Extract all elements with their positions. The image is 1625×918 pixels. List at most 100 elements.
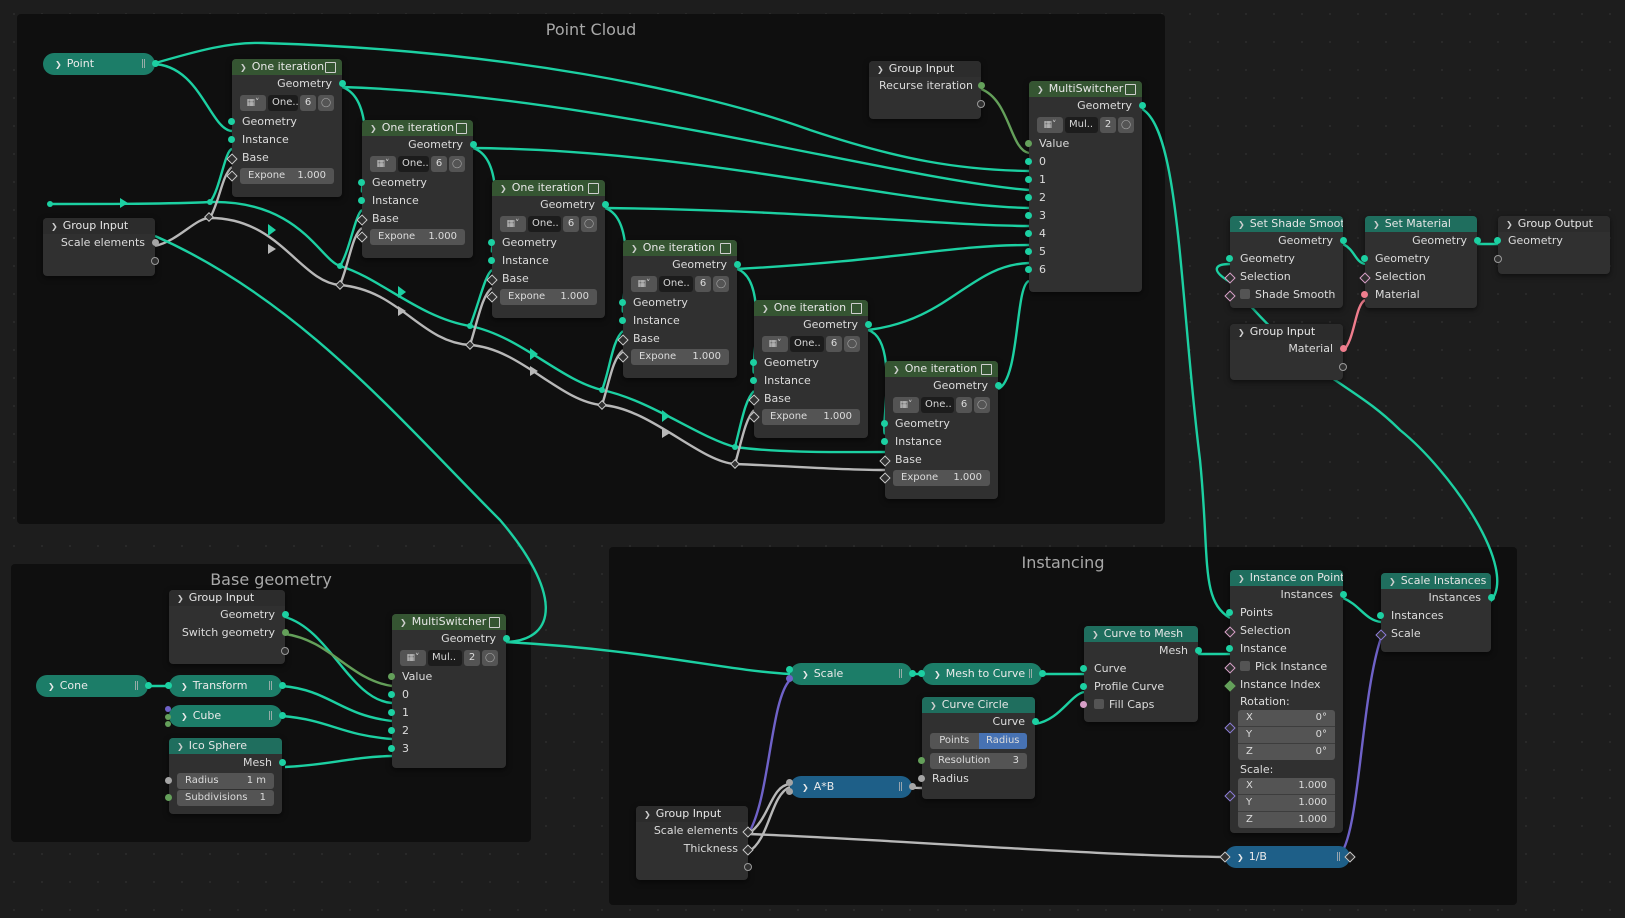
node-group-selector[interactable]: ▦˅One..6◯ <box>240 95 334 111</box>
one-iteration-node-3[interactable]: ❯One iteration Geometry ▦˅One..6◯ Geomet… <box>486 180 609 318</box>
geometry-socket[interactable] <box>1025 266 1032 273</box>
float-socket[interactable] <box>152 239 159 246</box>
integer-socket[interactable] <box>918 757 925 764</box>
group-input-instancing-node[interactable]: ❯Group Input Scale elements Thickness <box>636 806 754 880</box>
geometry-socket[interactable] <box>1025 176 1032 183</box>
geometry-socket[interactable] <box>358 197 365 204</box>
geometry-socket[interactable] <box>1226 609 1233 616</box>
transform-node[interactable]: ❯Transform || <box>165 675 286 697</box>
shade-smooth-checkbox[interactable] <box>1240 289 1250 299</box>
integer-socket[interactable] <box>1025 140 1032 147</box>
geometry-socket[interactable] <box>388 745 395 752</box>
node-tree-name[interactable]: One.. <box>528 216 561 232</box>
set-material-node[interactable]: ❯Set Material Geometry Geometry Selectio… <box>1359 216 1481 308</box>
tab-points[interactable]: Points <box>930 733 979 749</box>
one-iteration-node-5[interactable]: ❯One iteration Geometry ▦˅One..6◯ Geomet… <box>748 300 872 438</box>
node-header[interactable]: ❯Instance on Points <box>1230 570 1343 586</box>
node-header[interactable]: ❯One iteration <box>362 120 473 136</box>
geometry-socket[interactable] <box>1474 237 1481 244</box>
node-group-selector[interactable]: ▦˅Mul..2◯ <box>400 650 498 666</box>
geometry-socket[interactable] <box>388 691 395 698</box>
geometry-socket[interactable] <box>1080 683 1087 690</box>
one-iteration-node-2[interactable]: ❯One iteration Geometry ▦˅One..6◯ Geomet… <box>356 120 477 258</box>
integer-socket[interactable] <box>165 721 171 727</box>
node-tree-name[interactable]: One.. <box>659 276 693 292</box>
vector-socket[interactable] <box>786 675 793 682</box>
pick-instance-checkbox[interactable] <box>1240 661 1250 671</box>
geometry-socket[interactable] <box>388 727 395 734</box>
node-tree-name[interactable]: One.. <box>398 156 429 172</box>
geometry-socket[interactable] <box>619 317 626 324</box>
point-node[interactable]: ❯Point || <box>43 53 159 75</box>
fake-user-shield-icon[interactable]: ◯ <box>482 650 498 666</box>
fake-user-shield-icon[interactable]: ◯ <box>1118 117 1134 133</box>
multiswitcher-top-node[interactable]: ❯MultiSwitcher Geometry ▦˅Mul..2◯ Value … <box>1025 81 1146 292</box>
node-header[interactable]: ❯Group Input <box>43 218 155 234</box>
geometry-socket[interactable] <box>786 666 793 673</box>
geometry-socket[interactable] <box>1025 158 1032 165</box>
vector-socket[interactable] <box>165 706 171 712</box>
multiply-node[interactable]: ❯A*B || <box>786 776 916 798</box>
node-header[interactable]: ❯Curve to Mesh <box>1084 626 1198 642</box>
geometry-socket[interactable] <box>1340 591 1347 598</box>
geometry-socket[interactable] <box>145 682 152 689</box>
float-socket[interactable] <box>909 783 916 790</box>
empty-socket[interactable] <box>281 647 289 655</box>
geometry-socket[interactable] <box>279 712 286 719</box>
geometry-socket[interactable] <box>470 141 477 148</box>
tab-radius[interactable]: Radius <box>978 733 1027 749</box>
geometry-socket[interactable] <box>881 438 888 445</box>
integer-socket[interactable] <box>388 673 395 680</box>
node-header[interactable]: ❯Group Input <box>636 806 748 822</box>
node-header[interactable]: ❯Ico Sphere <box>169 738 282 754</box>
node-header[interactable]: ❯Scale Instances <box>1381 573 1491 589</box>
node-header[interactable]: ❯MultiSwitcher <box>392 614 506 630</box>
geometry-socket[interactable] <box>619 299 626 306</box>
node-header[interactable]: ❯Group Input <box>1230 324 1343 340</box>
node-header[interactable]: ❯Group Output <box>1498 216 1610 232</box>
reciprocal-node[interactable]: ❯1/B || <box>1219 846 1356 868</box>
geometry-socket[interactable] <box>503 635 510 642</box>
geometry-socket[interactable] <box>881 420 888 427</box>
geometry-socket[interactable] <box>1488 594 1495 601</box>
fake-user-shield-icon[interactable]: ◯ <box>581 216 597 232</box>
geometry-socket[interactable] <box>165 682 172 689</box>
node-header[interactable]: ❯Group Input <box>869 61 981 77</box>
group-output-node[interactable]: ❯Group Output Geometry <box>1494 216 1610 274</box>
float-socket[interactable] <box>918 775 925 782</box>
node-header[interactable]: ❯Set Shade Smooth <box>1230 216 1343 232</box>
boolean-socket[interactable] <box>1080 701 1087 708</box>
float-socket[interactable] <box>786 788 793 795</box>
boolean-field-socket[interactable] <box>1224 290 1236 302</box>
node-header[interactable]: ❯MultiSwitcher <box>1029 81 1142 97</box>
node-group-selector[interactable]: ▦˅Mul..2◯ <box>1037 117 1134 133</box>
geometry-socket[interactable] <box>750 377 757 384</box>
geometry-socket[interactable] <box>1195 647 1202 654</box>
geometry-socket[interactable] <box>1025 230 1032 237</box>
geometry-socket[interactable] <box>339 80 346 87</box>
scale-instances-node[interactable]: ❯Scale Instances Instances Instances Sca… <box>1375 573 1495 652</box>
material-socket[interactable] <box>1361 291 1368 298</box>
geometry-socket[interactable] <box>228 118 235 125</box>
node-tree-name[interactable]: One.. <box>268 95 298 111</box>
fake-user-shield-icon[interactable]: ◯ <box>713 276 729 292</box>
integer-socket[interactable] <box>282 629 289 636</box>
node-header[interactable]: ❯One iteration <box>754 300 868 316</box>
empty-socket[interactable] <box>744 863 752 871</box>
integer-socket[interactable] <box>978 82 985 89</box>
cone-node[interactable]: ❯Cone || <box>36 675 152 697</box>
one-iteration-node-4[interactable]: ❯One iteration Geometry ▦˅One..6◯ Geomet… <box>617 240 741 378</box>
node-group-selector[interactable]: ▦˅One..6◯ <box>631 276 729 292</box>
node-tree-name[interactable]: Mul.. <box>428 650 462 666</box>
geometry-socket[interactable] <box>1340 237 1347 244</box>
node-header[interactable]: ❯One iteration <box>492 180 605 196</box>
fake-user-shield-icon[interactable]: ◯ <box>318 95 334 111</box>
